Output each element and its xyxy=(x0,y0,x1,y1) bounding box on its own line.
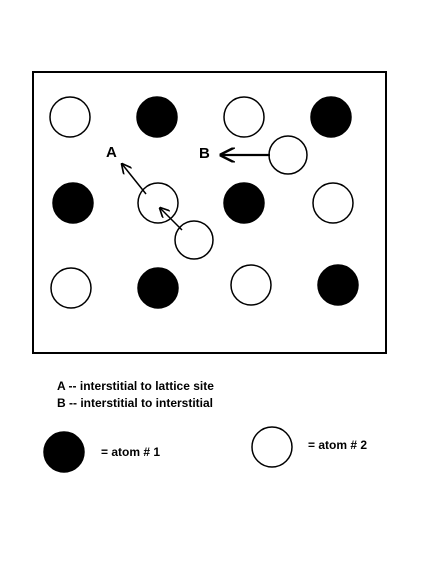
lattice-atom-r3-c3 xyxy=(230,264,272,306)
legend-line-b: B -- interstitial to interstitial xyxy=(57,396,214,410)
arrow-a-second-jump xyxy=(122,164,147,195)
interstitial-atom-b-start xyxy=(268,135,308,175)
legend-atom-2-label: = atom # 2 xyxy=(308,438,368,452)
label-a: A xyxy=(106,144,117,161)
legend-atom-1-label: = atom # 1 xyxy=(101,445,161,459)
legend-atom-1-icon xyxy=(43,431,85,473)
lattice-atom-r3-c2 xyxy=(137,267,179,309)
lattice-atom-r3-c1 xyxy=(50,267,92,309)
lattice-atom-r1-c3 xyxy=(223,96,265,138)
legend-line-a: A -- interstitial to lattice site xyxy=(57,379,214,393)
lattice-atom-r1-c1 xyxy=(49,96,91,138)
label-b: B xyxy=(199,145,210,162)
lattice-atom-r2-c1 xyxy=(52,182,94,224)
legend-atom-2-icon xyxy=(251,426,293,468)
lattice-atom-r1-c4 xyxy=(310,96,352,138)
lattice-atom-r3-c4 xyxy=(317,264,359,306)
lattice-atom-r2-c3 xyxy=(223,182,265,224)
lattice-atom-r2-c2 xyxy=(137,182,179,224)
lattice-atom-r1-c2 xyxy=(136,96,178,138)
lattice-atom-r2-c4 xyxy=(312,182,354,224)
arrow-a-first-jump xyxy=(160,208,183,231)
interstitial-atom-a-start xyxy=(174,220,214,260)
